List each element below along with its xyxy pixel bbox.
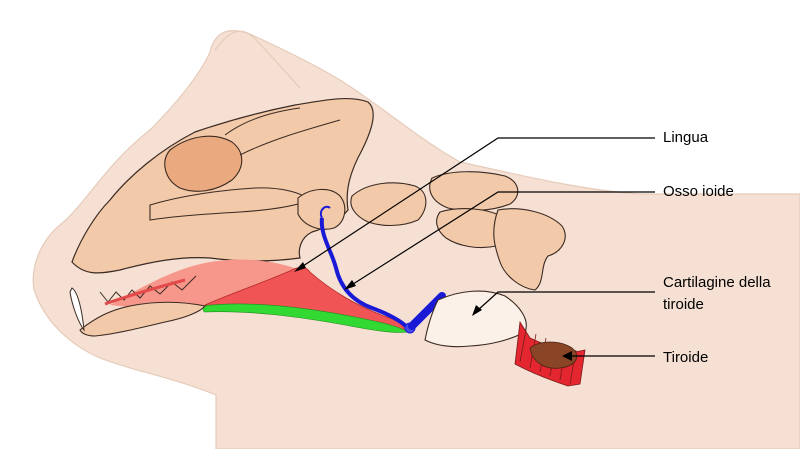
vertebra-1 (350, 182, 427, 227)
incisors (99, 275, 197, 303)
vertebra-2 (429, 171, 519, 212)
hyoid-stylohyoid-tip (320, 205, 331, 219)
label-lingua: Lingua (663, 129, 709, 146)
canine-tooth (69, 287, 85, 332)
label-cartilagine-line1: Cartilagine della (663, 274, 771, 291)
ear-outline (214, 30, 301, 89)
leader-line-cartilagine (477, 291, 655, 311)
label-osso-ioide: Osso ioide (663, 183, 734, 200)
hyoid-bone (319, 217, 410, 330)
leader-line-osso-ioide (349, 191, 655, 287)
arrowhead-osso-ioide (344, 280, 356, 290)
arrowhead-tiroide (562, 351, 572, 361)
gum-line (104, 278, 186, 306)
label-tiroide: Tiroide (663, 349, 709, 366)
arrowhead-cartilagine (472, 305, 482, 316)
eye-socket (164, 135, 243, 192)
arrowhead-lingua (294, 262, 306, 272)
cranial-ridge (224, 107, 341, 156)
leader-line-lingua (299, 137, 655, 269)
leader-lines (299, 137, 655, 357)
thyroid-gland (529, 341, 578, 369)
thyroid-cartilage (424, 290, 527, 348)
label-cartilagine-line2: tiroide (663, 296, 704, 313)
leader-arrowheads (294, 262, 572, 361)
lower-jaw (79, 301, 207, 337)
vertebra-4 (493, 208, 566, 291)
